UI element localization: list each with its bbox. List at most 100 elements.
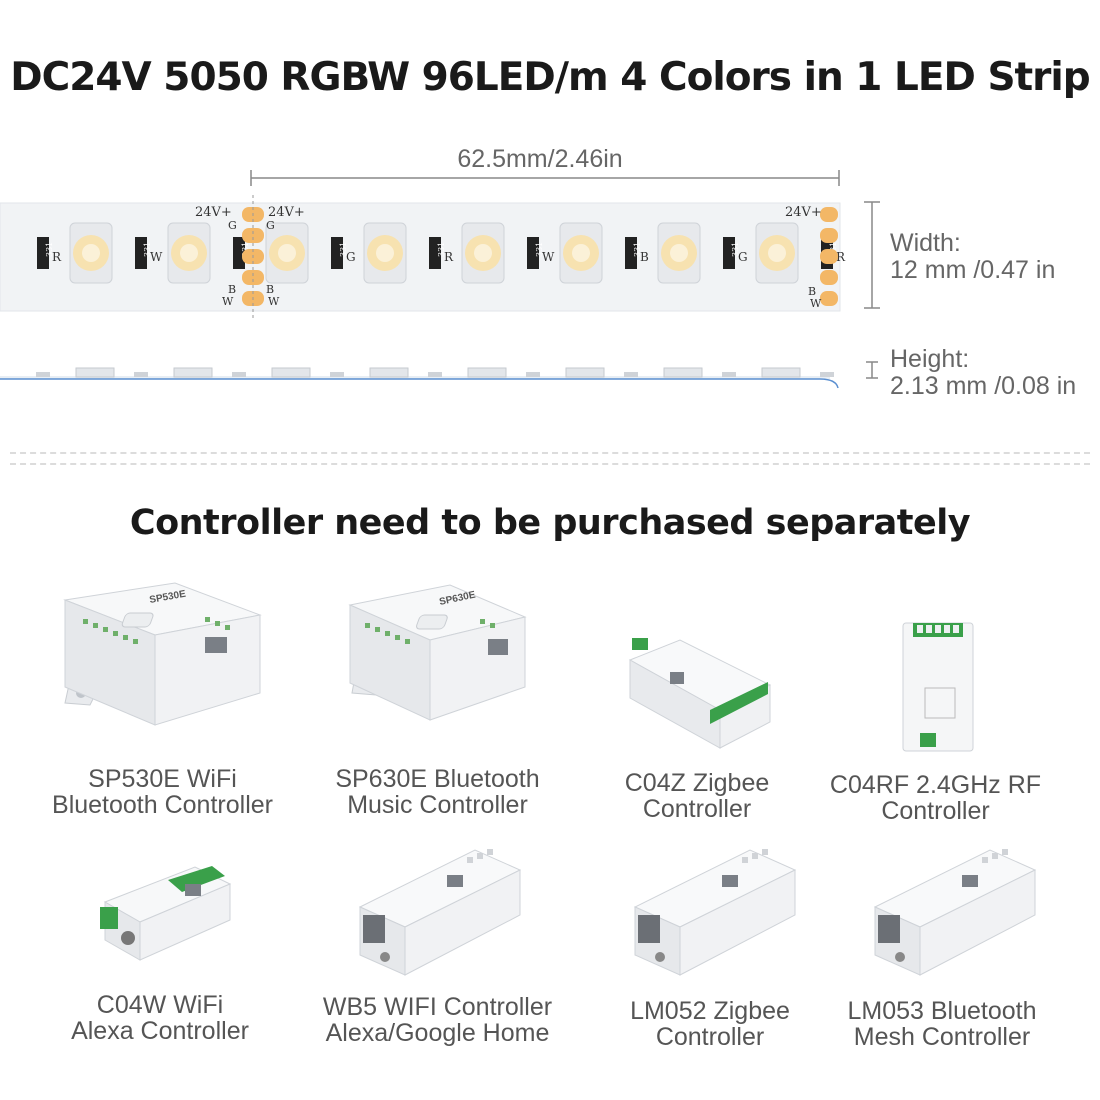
pad-label-w: W (810, 297, 822, 310)
side-resistor (624, 372, 638, 377)
resistor (429, 237, 441, 269)
pad-label-g: G (228, 219, 237, 232)
sp630e-controller-image: SP630E (348, 584, 527, 721)
controller-type: Controller (642, 795, 752, 823)
resistor-code: 331 (731, 242, 740, 257)
side-resistor (526, 372, 540, 377)
controller-name: C04RF 2.4GHz RF (829, 771, 1042, 799)
controller-caption-lm052: LM052 Zigbee Controller (610, 998, 810, 1050)
controller-name: SP630E Bluetooth (335, 765, 540, 793)
width-value: 12 mm /0.47 in (890, 256, 1056, 284)
led-chip-core (82, 244, 100, 262)
resistor (723, 237, 735, 269)
channel-label: R (52, 250, 62, 264)
controller-caption-c04w: C04W WiFi Alexa Controller (55, 992, 265, 1044)
copper-pad (820, 291, 838, 306)
side-led-chip (761, 367, 801, 378)
controller-name: WB5 WIFI Controller (322, 993, 553, 1021)
pad-label-b: B (228, 283, 236, 296)
resistor-code: 331 (829, 242, 838, 257)
controller-type: Alexa/Google Home (325, 1019, 550, 1047)
controller-type: Alexa Controller (71, 1017, 249, 1045)
channel-label: G (346, 250, 356, 264)
resistor-code: 331 (339, 242, 348, 257)
channel-label: W (542, 250, 555, 264)
led-chip-core (376, 244, 394, 262)
side-led-chip (663, 367, 703, 378)
controller-caption-wb5: WB5 WIFI Controller Alexa/Google Home (315, 994, 560, 1046)
controller-name: C04Z Zigbee (624, 769, 770, 797)
c04rf-controller-image (902, 622, 974, 752)
channel-label: R (444, 250, 454, 264)
sp530e-controller-image: SP530E (63, 582, 262, 726)
controller-name: C04W WiFi (96, 991, 224, 1019)
led-strip-top-view: 331R331W331B331G331R331W331B331G331R24V+… (0, 195, 846, 320)
controller-type: Music Controller (347, 791, 528, 819)
resistor-code: 331 (45, 242, 54, 257)
side-resistor (428, 372, 442, 377)
resistor-code: 331 (535, 242, 544, 257)
controller-caption-lm053: LM053 Bluetooth Mesh Controller (832, 998, 1052, 1050)
lm052-controller-image (633, 849, 797, 976)
pad-label-w: W (222, 295, 234, 308)
side-led-chip (369, 367, 409, 378)
side-led-chip (467, 367, 507, 378)
copper-pad (820, 207, 838, 222)
resistor (331, 237, 343, 269)
side-resistor (36, 372, 50, 377)
controller-caption-sp630e: SP630E Bluetooth Music Controller (315, 766, 560, 818)
controller-caption-sp530e: SP530E WiFi Bluetooth Controller (30, 766, 295, 818)
led-chip-core (278, 244, 296, 262)
width-label: Width: (890, 229, 961, 257)
side-resistor (820, 372, 834, 377)
height-label: Height: (890, 345, 970, 373)
section-title: Controller need to be purchased separate… (129, 503, 971, 543)
section-divider (10, 463, 1090, 465)
wb5-controller-image (358, 849, 522, 976)
resistor (625, 237, 637, 269)
pad-label-24v: 24V+ (268, 205, 305, 220)
lm053-controller-image (873, 849, 1037, 976)
height-dimension-line (866, 361, 878, 379)
controller-caption-c04rf: C04RF 2.4GHz RF Controller (823, 772, 1048, 824)
resistor-code: 331 (241, 242, 250, 257)
resistor-code: 331 (143, 242, 152, 257)
controller-name: SP530E WiFi (88, 765, 237, 793)
side-led-chip (565, 367, 605, 378)
copper-pad (820, 249, 838, 264)
resistor-code: 331 (633, 242, 642, 257)
pad-label-g: G (266, 219, 275, 232)
copper-pad (820, 270, 838, 285)
resistor (233, 237, 245, 269)
channel-label: G (738, 250, 748, 264)
side-resistor (722, 372, 736, 377)
side-led-chip (75, 367, 115, 378)
side-resistor (232, 372, 246, 377)
controller-type: Mesh Controller (853, 1023, 1031, 1051)
channel-label: R (836, 250, 846, 264)
c04z-controller-image (628, 638, 772, 749)
channel-label: W (150, 250, 163, 264)
controller-type: Controller (881, 797, 990, 825)
pad-label-24v: 24V+ (195, 205, 232, 220)
section-divider (10, 452, 1090, 454)
resistor-code: 331 (437, 242, 446, 257)
resistor (527, 237, 539, 269)
led-strip-side-view (0, 367, 839, 389)
c04w-controller-image (100, 866, 232, 961)
width-dimension-line (864, 201, 880, 309)
page-title: DC24V 5050 RGBW 96LED/m 4 Colors in 1 LE… (10, 55, 1090, 100)
pad-label-w: W (268, 295, 280, 308)
controller-name: LM052 Zigbee (630, 997, 790, 1025)
cut-length-label: 62.5mm/2.46in (457, 145, 623, 173)
pad-label-b: B (808, 285, 816, 298)
led-chip-core (474, 244, 492, 262)
controller-type: Bluetooth Controller (52, 791, 273, 819)
copper-pad (242, 270, 264, 285)
resistor (135, 237, 147, 269)
side-resistor (134, 372, 148, 377)
width-spec: Width: 12 mm /0.47 in (890, 230, 1055, 284)
copper-pad (242, 228, 264, 243)
pad-label-b: B (266, 283, 274, 296)
cut-length-dimension-line (250, 170, 840, 186)
